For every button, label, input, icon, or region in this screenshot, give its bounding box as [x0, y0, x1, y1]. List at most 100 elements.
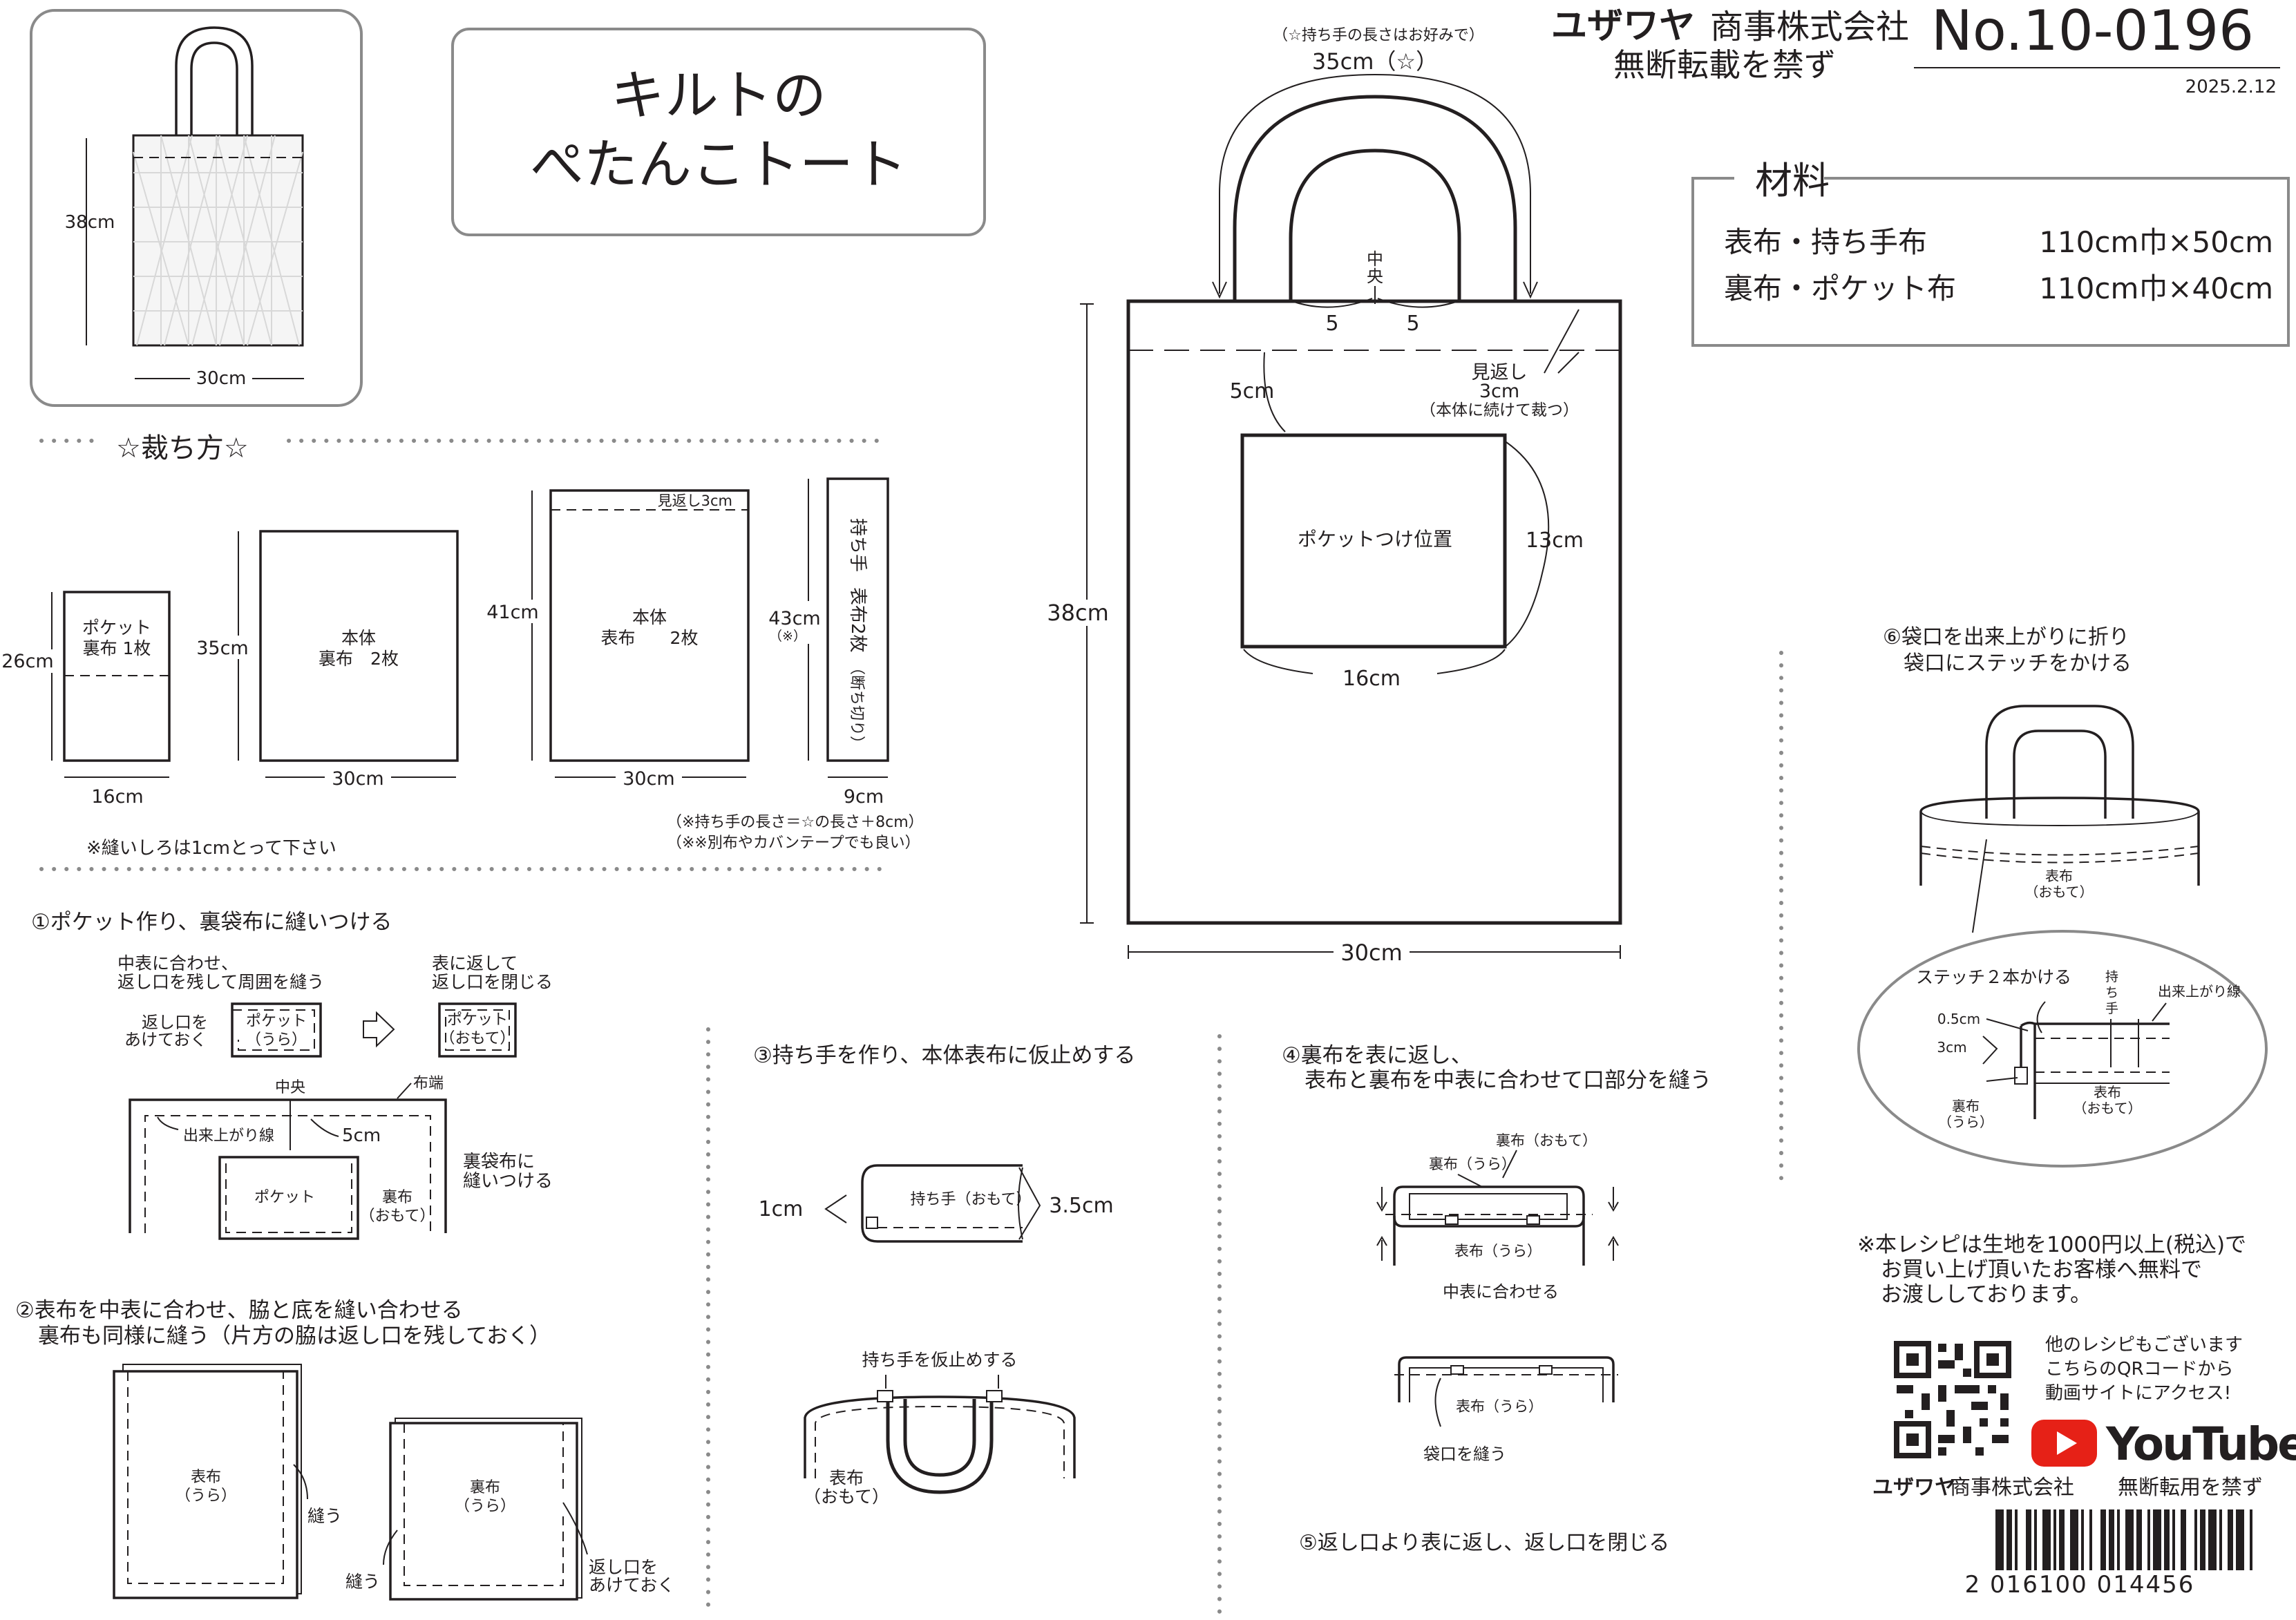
qr-code-icon[interactable]	[1893, 1340, 2012, 1459]
barcode-bar	[2147, 1509, 2150, 1570]
step1-title: ①ポケット作り、裏袋布に縫いつける	[31, 910, 392, 935]
step2-title2: 裏布も同様に縫う（片方の脇は返し口を残しておく）	[38, 1324, 551, 1349]
facing-label1: 見返し	[1472, 362, 1528, 383]
barcode-number: 2 016100 014456	[1965, 1571, 2195, 1599]
step3-handle-label: 持ち手（おもて）	[910, 1191, 1031, 1208]
barcode-bar	[2109, 1509, 2114, 1570]
step1-note-b2: 返し口を閉じる	[432, 972, 553, 992]
barcode-bar	[2053, 1509, 2056, 1570]
cutting-heading: ☆裁ち方☆	[116, 432, 249, 464]
thumb-height-label: 38cm	[65, 212, 115, 233]
outer-piece-height: 41cm	[486, 602, 539, 623]
document-date: 2025.2.12	[2185, 77, 2277, 97]
main-diagram: （☆持ち手の長さはお好みで） 35cm（☆） 中 央 5 5 見返し 3cm （…	[1043, 27, 1622, 966]
outer-piece-facing: 見返し3cm	[658, 493, 732, 509]
pocket-piece-label1: ポケット	[82, 618, 151, 638]
step6-finish: 出来上がり線	[2158, 983, 2241, 1000]
materials-box: 材料 表布・持ち手布 110cm巾×50cm 裏布・ポケット布 110cm巾×4…	[1691, 159, 2290, 347]
handle-piece-label2: 表布2枚	[847, 587, 868, 653]
step1-sew2: 縫いつける	[463, 1171, 553, 1192]
step1-dist: 5cm	[342, 1125, 381, 1146]
step4: ④裏布を表に返し、 表布と裏布を中表に合わせて口部分を縫う 裏布（おもて） 裏布…	[1282, 1043, 1711, 1555]
barcode-bar	[2236, 1509, 2244, 1570]
seam-allowance-note: ※縫いしろは1cmとって下さい	[86, 838, 336, 859]
step2-opening1: 返し口を	[589, 1557, 658, 1577]
step1-note-a1: 中表に合わせ、	[117, 953, 238, 973]
promo-line1: ※本レシピは生地を1000円以上(税込)で	[1857, 1232, 2246, 1257]
handle-piece-height: 43cm	[768, 608, 821, 629]
step2-sew: 縫う	[307, 1506, 342, 1526]
pocket-position-label: ポケットつけ位置	[1298, 528, 1452, 551]
body-width-label: 30cm	[1340, 940, 1402, 966]
title-box: キルトの ぺたんこトート	[451, 28, 986, 236]
step4-match: 中表に合わせる	[1443, 1282, 1559, 1302]
barcode-bar	[2006, 1509, 2012, 1570]
youtube-wordmark[interactable]: YouTube	[2105, 1418, 2296, 1471]
barcode-bar	[2070, 1509, 2078, 1570]
outer-piece-label2: 表布 2枚	[601, 628, 699, 648]
barcode-bar	[2125, 1509, 2134, 1570]
cutting-note1: （※持ち手の長さ＝☆の長さ＋8cm）	[667, 814, 924, 831]
youtube-icon[interactable]	[2031, 1420, 2097, 1467]
handle-outer-line	[1233, 95, 1517, 303]
step3-outer1: 表布	[829, 1468, 864, 1488]
outer-piece-width: 30cm	[623, 768, 675, 790]
barcode-bar	[2200, 1509, 2205, 1570]
step2-outer2: （うら）	[175, 1487, 236, 1505]
barcode-bar	[2136, 1509, 2142, 1570]
lining-body-piece	[259, 530, 459, 762]
step2-lining1: 裏布	[470, 1479, 500, 1496]
promo-line3: お渡ししております。	[1881, 1282, 2091, 1307]
document-number: No.10-0196	[1931, 0, 2254, 63]
step4-title1: ④裏布を表に返し、	[1282, 1043, 1472, 1068]
thumb-width-label: 30cm	[196, 368, 247, 389]
center-label-1: 中	[1367, 249, 1383, 269]
step1-pocket-back1: ポケット	[246, 1013, 307, 1030]
step6-outer4: （おもて）	[2073, 1100, 2141, 1116]
header-company-suffix: 商事株式会社	[1710, 8, 1909, 46]
step2-sew2: 縫う	[345, 1572, 380, 1592]
qr-text3: 動画サイトにアクセス!	[2045, 1383, 2231, 1404]
handle-piece-width: 9cm	[844, 786, 884, 808]
barcode-bar	[2181, 1509, 2186, 1570]
pocket-width-label: 16cm	[1343, 667, 1401, 691]
step1-center: 中央	[275, 1079, 305, 1096]
step1-opening1: 返し口を	[142, 1013, 208, 1032]
material-name-2: 裏布・ポケット布	[1724, 271, 1956, 305]
step6-d2: 3cm	[1937, 1039, 1966, 1056]
material-size-1: 110cm巾×50cm	[2039, 225, 2273, 259]
footer-company-suffix: 商事株式会社	[1950, 1476, 2074, 1500]
barcode-bar	[2015, 1509, 2018, 1570]
body-height-label: 38cm	[1047, 600, 1108, 626]
lining-piece-label1: 本体	[341, 628, 376, 648]
step2-outer1: 表布	[191, 1469, 221, 1486]
pocket-piece-label2: 裏布 1枚	[83, 638, 151, 658]
barcode-bar	[2042, 1509, 2051, 1570]
barcode-bar	[2059, 1509, 2065, 1570]
barcode-bar	[2164, 1509, 2170, 1570]
handle-length-note: （☆持ち手の長さはお好みで）	[1273, 27, 1484, 44]
step6-title1: ⑥袋口を出来上がりに折り	[1883, 625, 2129, 649]
step1-edge: 布端	[413, 1075, 444, 1092]
pocket-height-label: 13cm	[1526, 528, 1584, 553]
facing-label3: （本体に続けて裁つ）	[1420, 401, 1579, 419]
outer-piece-label1: 本体	[632, 607, 667, 627]
cutting-section: ☆裁ち方☆ ポケット 裏布 1枚 26cm 16cm 本体 裏布 2枚 35cm…	[1, 432, 924, 871]
lining-piece-label2: 裏布 2枚	[319, 649, 399, 669]
footer-company: ユザワヤ	[1872, 1476, 1955, 1500]
step2-title1: ②表布を中表に合わせ、脇と底を縫い合わせる	[15, 1298, 463, 1323]
step4-lining-back2: 表布（うら）	[1456, 1398, 1543, 1415]
step1-opening2: あけておく	[124, 1030, 207, 1049]
step4-lining-back: 裏布（うら）	[1429, 1156, 1516, 1172]
pocket-piece-width: 16cm	[91, 786, 144, 808]
step5-title: ⑤返し口より表に返し、返し口を閉じる	[1299, 1531, 1669, 1555]
step1-pocket-back2: （うら）	[246, 1031, 307, 1049]
step6-outer1: 表布	[2045, 868, 2073, 884]
step2-lining2: （うら）	[455, 1498, 515, 1515]
handle-length-label: 35cm（☆）	[1312, 48, 1438, 75]
step2: ②表布を中表に合わせ、脇と底を縫い合わせる 裏布も同様に縫う（片方の脇は返し口を…	[15, 1298, 674, 1601]
barcode-bar	[2208, 1509, 2217, 1570]
step6-d1: 0.5cm	[1937, 1011, 1980, 1027]
barcode-bar	[1995, 1509, 2004, 1570]
